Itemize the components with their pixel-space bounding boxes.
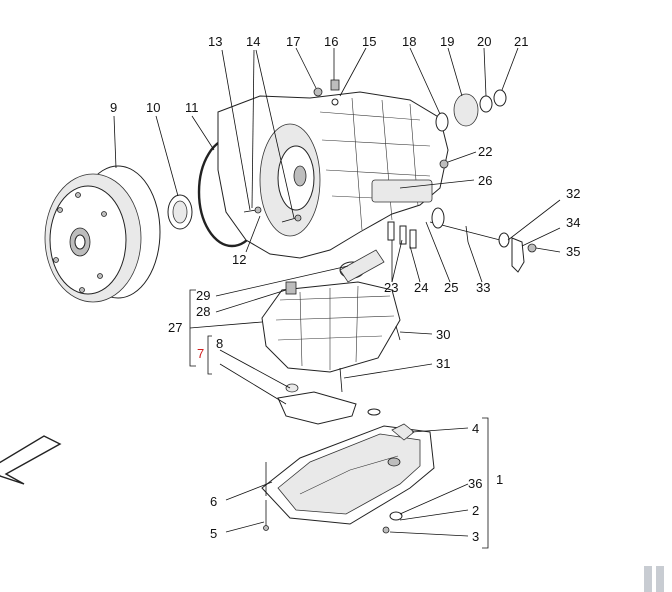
filter-cartridge[interactable] bbox=[339, 249, 385, 283]
callout-26: 26 bbox=[478, 173, 492, 188]
callout-29: 29 bbox=[196, 288, 210, 303]
callout-36: 36 bbox=[468, 476, 482, 491]
drain-plug-parts[interactable] bbox=[367, 408, 415, 534]
callout-3: 3 bbox=[472, 529, 479, 544]
callout-13: 13 bbox=[208, 34, 222, 49]
callout-labels: 9 10 11 13 14 17 16 15 18 19 20 21 22 26… bbox=[110, 34, 580, 544]
group-bracket-1 bbox=[482, 417, 489, 549]
torque-converter[interactable] bbox=[44, 165, 161, 303]
valve-body[interactable] bbox=[261, 281, 401, 373]
callout-11: 11 bbox=[185, 100, 199, 115]
callout-7-highlighted: 7 bbox=[197, 346, 204, 361]
callout-33: 33 bbox=[476, 280, 490, 295]
leader-lines bbox=[113, 47, 561, 537]
callout-17: 17 bbox=[286, 34, 300, 49]
callout-31: 31 bbox=[436, 356, 450, 371]
callout-10: 10 bbox=[146, 100, 160, 115]
corner-logo bbox=[644, 566, 664, 592]
callout-24: 24 bbox=[414, 280, 428, 295]
oil-pan[interactable] bbox=[261, 425, 435, 525]
selector-shaft-parts[interactable] bbox=[387, 159, 537, 273]
callout-9: 9 bbox=[110, 100, 117, 115]
callout-12: 12 bbox=[232, 252, 246, 267]
callout-15: 15 bbox=[362, 34, 376, 49]
valve-body-bolts[interactable] bbox=[339, 325, 401, 393]
callout-27: 27 bbox=[168, 320, 182, 335]
callout-32: 32 bbox=[566, 186, 580, 201]
callout-2: 2 bbox=[472, 503, 479, 518]
pan-bolt[interactable] bbox=[263, 500, 269, 531]
callout-4: 4 bbox=[472, 421, 479, 436]
callout-25: 25 bbox=[444, 280, 458, 295]
callout-30: 30 bbox=[436, 327, 450, 342]
callout-8: 8 bbox=[216, 336, 223, 351]
callout-6: 6 bbox=[210, 494, 217, 509]
callout-20: 20 bbox=[477, 34, 491, 49]
transmission-housing[interactable] bbox=[217, 91, 449, 259]
callout-35: 35 bbox=[566, 244, 580, 259]
callout-16: 16 bbox=[324, 34, 338, 49]
seal-ring[interactable] bbox=[167, 194, 193, 230]
callout-14: 14 bbox=[246, 34, 260, 49]
callout-18: 18 bbox=[402, 34, 416, 49]
housing-bolts[interactable] bbox=[243, 79, 340, 223]
oil-filter[interactable] bbox=[277, 383, 357, 425]
callout-23: 23 bbox=[384, 280, 398, 295]
callout-5: 5 bbox=[210, 526, 217, 541]
callout-19: 19 bbox=[440, 34, 454, 49]
output-flange[interactable] bbox=[435, 89, 507, 132]
callout-34: 34 bbox=[566, 215, 580, 230]
callout-22: 22 bbox=[478, 144, 492, 159]
callout-21: 21 bbox=[514, 34, 528, 49]
callout-1: 1 bbox=[496, 472, 503, 487]
callout-28: 28 bbox=[196, 304, 210, 319]
front-arrow-icon bbox=[0, 435, 62, 485]
